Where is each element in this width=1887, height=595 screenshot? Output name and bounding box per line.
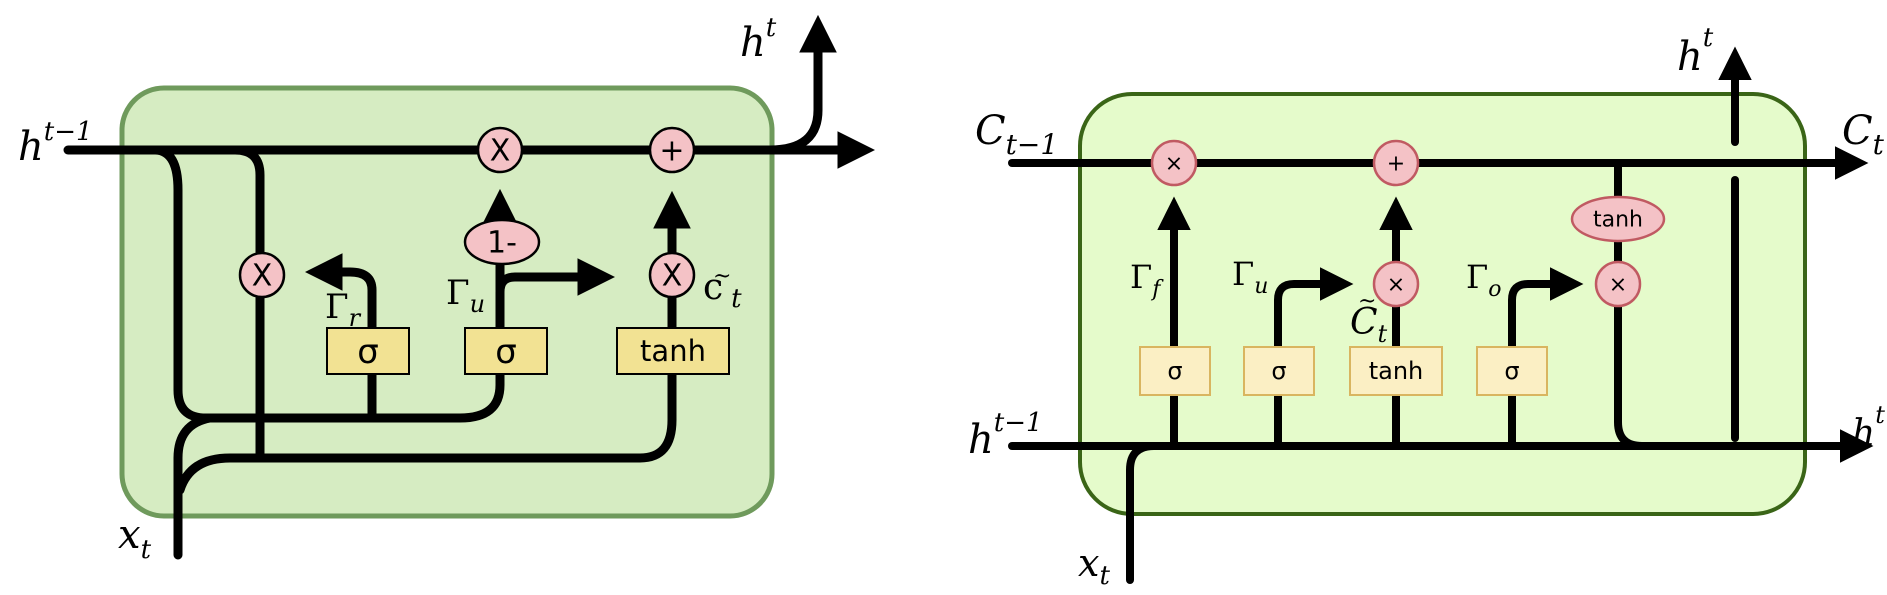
svg-text:1-: 1- <box>487 226 517 261</box>
svg-text:+: + <box>659 134 684 169</box>
lstm-output-mul-down <box>1614 302 1646 450</box>
lstm-op-candidate-mul: × <box>1372 260 1420 308</box>
gru-candidate-tilde: ~ <box>713 264 731 289</box>
svg-text:X: X <box>490 134 511 169</box>
lstm-op-tanh: tanh <box>1570 195 1666 243</box>
lstm-output-h-top-label: ht <box>1677 23 1714 80</box>
gru-ht-output-arrow <box>765 14 837 155</box>
lstm-box-output-sigma: σ <box>1476 346 1548 396</box>
lstm-candidate-label: Ct ~ <box>1350 289 1388 348</box>
gru-xt-line <box>173 413 215 560</box>
lstm-input-c-label: Ct−1 <box>975 108 1058 161</box>
gru-cell-diagram: X + 1- X X σ σ tanh <box>18 13 876 565</box>
gru-reset-arrow <box>304 253 377 335</box>
gru-output-h-label: ht <box>740 13 777 66</box>
gru-wires <box>63 14 876 560</box>
svg-text:×: × <box>1165 152 1183 177</box>
svg-text:tanh: tanh <box>1593 208 1643 233</box>
lstm-update-arrow <box>1274 267 1354 350</box>
lstm-op-add: + <box>1372 139 1420 187</box>
lstm-update-gate-label: Γu <box>1232 255 1268 299</box>
gru-box-reset-sigma: σ <box>326 327 410 375</box>
svg-text:X: X <box>252 259 273 294</box>
gru-ht1-branch-inner <box>230 145 265 460</box>
svg-text:+: + <box>1387 152 1405 177</box>
gru-box-update-sigma: σ <box>464 327 548 375</box>
lstm-output-h-right-label: ht <box>1852 401 1885 454</box>
gru-cell-body <box>119 85 775 519</box>
svg-text:σ: σ <box>1271 357 1286 385</box>
gru-op-add-top: + <box>648 126 696 174</box>
lstm-box-forget-sigma: σ <box>1139 346 1211 396</box>
svg-text:tanh: tanh <box>640 334 706 368</box>
svg-text:×: × <box>1609 273 1627 298</box>
lstm-box-tanh: tanh <box>1349 346 1443 396</box>
svg-text:σ: σ <box>1167 357 1182 385</box>
lstm-output-in <box>1488 392 1516 450</box>
svg-text:Ct: Ct <box>1350 302 1388 348</box>
gru-op-mul-candidate: X <box>648 251 696 299</box>
lstm-cell-diagram: × + × × tanh σ σ tanh <box>968 23 1885 591</box>
svg-text:σ: σ <box>357 332 379 372</box>
gru-xt-to-tanh <box>175 365 677 495</box>
svg-text:tanh: tanh <box>1369 357 1424 385</box>
gru-update-gate-label: Γu <box>446 273 485 318</box>
lstm-box-update-sigma: σ <box>1243 346 1315 396</box>
lstm-output-gate-label: Γo <box>1466 258 1501 302</box>
lstm-xt-line <box>1126 442 1158 584</box>
gru-input-h-label: ht−1 <box>18 117 93 170</box>
lstm-output-arrow <box>1508 267 1584 350</box>
lstm-output-c-label: Ct <box>1842 108 1885 161</box>
lstm-input-x-label: xt <box>1078 541 1110 591</box>
gru-input-x-label: xt <box>118 512 152 565</box>
gru-reset-gate-label: Γr <box>325 287 362 332</box>
gru-op-one-minus: 1- <box>463 218 541 266</box>
lstm-op-output-mul: × <box>1594 260 1642 308</box>
gru-op-mul-reset: X <box>238 251 286 299</box>
gru-box-tanh: tanh <box>616 327 730 375</box>
svg-text:ct: ct <box>703 267 742 314</box>
lstm-op-forget-mul: × <box>1150 139 1198 187</box>
svg-text:σ: σ <box>495 332 517 372</box>
lstm-input-h-label: ht−1 <box>968 408 1043 463</box>
gru-op-mul-top: X <box>476 126 524 174</box>
lstm-candidate-tilde: ~ <box>1358 289 1376 314</box>
svg-text:×: × <box>1387 273 1405 298</box>
svg-text:σ: σ <box>1504 357 1519 385</box>
gru-ht1-branch-outer <box>150 145 505 423</box>
svg-text:X: X <box>662 259 683 294</box>
